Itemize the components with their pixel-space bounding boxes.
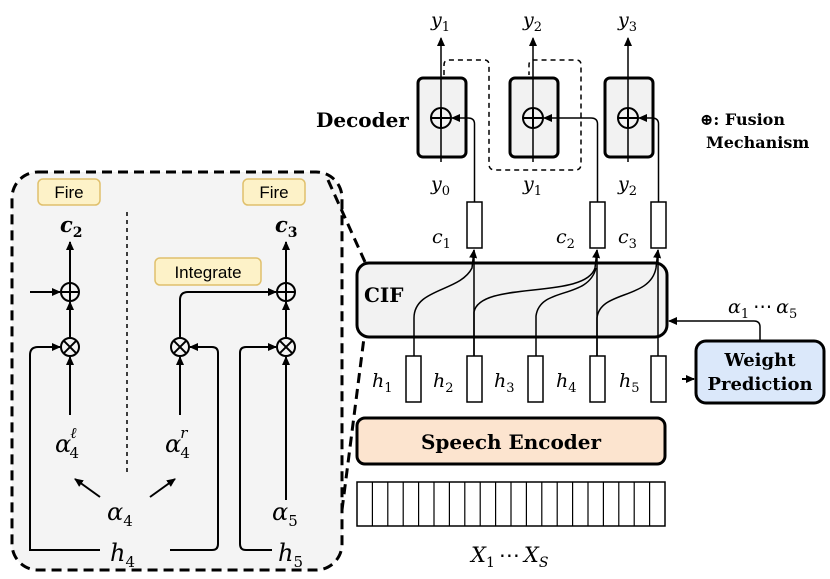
- c3-label: c3: [275, 212, 298, 241]
- fire-label-right: Fire: [259, 183, 288, 202]
- cif-label: CIF: [364, 283, 403, 307]
- c1-label: c1: [432, 226, 451, 252]
- y1-output-label: y1: [430, 9, 450, 35]
- speech-encoder-label: Speech Encoder: [421, 430, 602, 454]
- weight-prediction-line1: Weight: [723, 350, 796, 371]
- h4-loop-to-times-middle: [170, 343, 219, 551]
- c3-cif-label: c3: [618, 226, 637, 252]
- cif-curve-h2-c2: [473, 249, 601, 356]
- c2-cif-label: c2: [556, 226, 575, 252]
- input-frames: [356, 481, 666, 527]
- c1-vector: [466, 201, 483, 249]
- y1-input-label: y1: [522, 173, 542, 199]
- h3-label: h3: [494, 370, 515, 396]
- alpha-5-label: α5: [272, 498, 298, 530]
- y2-input-label: y2: [617, 173, 637, 199]
- h4-vector: [589, 355, 606, 403]
- h1-label: h1: [372, 370, 393, 396]
- h5-label: h5: [278, 539, 303, 571]
- fusion-legend-line2: Mechanism: [706, 133, 809, 152]
- fire-label-right-box: [242, 178, 306, 206]
- h5-loop-to-times-right: [239, 343, 277, 551]
- weight-prediction-line2: Prediction: [707, 374, 812, 395]
- h5-vector: [650, 355, 667, 403]
- arrow-times-to-plus-right: [179, 288, 277, 338]
- y0-input-label: y0: [430, 173, 450, 199]
- c2-vector: [589, 201, 606, 249]
- alpha-4-label: α4: [107, 498, 133, 530]
- decoder-label: Decoder: [316, 108, 409, 132]
- c2-to-decoder-2: [543, 114, 599, 202]
- input-frames-label: X1⋯XS: [469, 543, 548, 571]
- fusion-legend-line1: ⊕: Fusion: [700, 110, 785, 129]
- cif-curve-h3-c2: [535, 267, 597, 356]
- speech-encoder-module: [355, 416, 667, 466]
- y3-output-label: y3: [617, 9, 637, 35]
- h4-loop-to-times-left: [29, 343, 100, 551]
- integrate-label: Integrate: [174, 263, 241, 282]
- arrow-alpha4-to-alpha-l: [74, 478, 101, 498]
- c3-vector: [650, 201, 667, 249]
- cif-module: [355, 261, 669, 339]
- arrow-weight-to-cif: [668, 317, 761, 341]
- h3-vector: [527, 355, 544, 403]
- h4-label: h4: [110, 539, 135, 571]
- h2-vector: [466, 355, 483, 403]
- fire-label-left-box: [37, 178, 101, 206]
- alphas-label: α1⋯α5: [728, 296, 797, 322]
- decoder-recurrence-dashed: [443, 59, 582, 171]
- c1-to-decoder-1: [451, 114, 476, 202]
- c2-label: c2: [60, 212, 83, 241]
- integrate-label-box: [154, 257, 262, 286]
- zoom-connector-bottom: [340, 329, 367, 511]
- cif-curve-h4-c3: [596, 249, 662, 356]
- fire-label-left: Fire: [54, 183, 83, 202]
- cif-curve-h1-c1: [413, 249, 478, 356]
- arrow-alpha4-to-alpha-r: [149, 478, 176, 498]
- h2-label: h2: [433, 370, 454, 396]
- c3-to-decoder-3: [638, 114, 660, 202]
- h5-main-label: h5: [619, 370, 640, 396]
- h1-vector: [405, 355, 422, 403]
- y2-output-label: y2: [522, 9, 542, 35]
- h4-main-label: h4: [556, 370, 577, 396]
